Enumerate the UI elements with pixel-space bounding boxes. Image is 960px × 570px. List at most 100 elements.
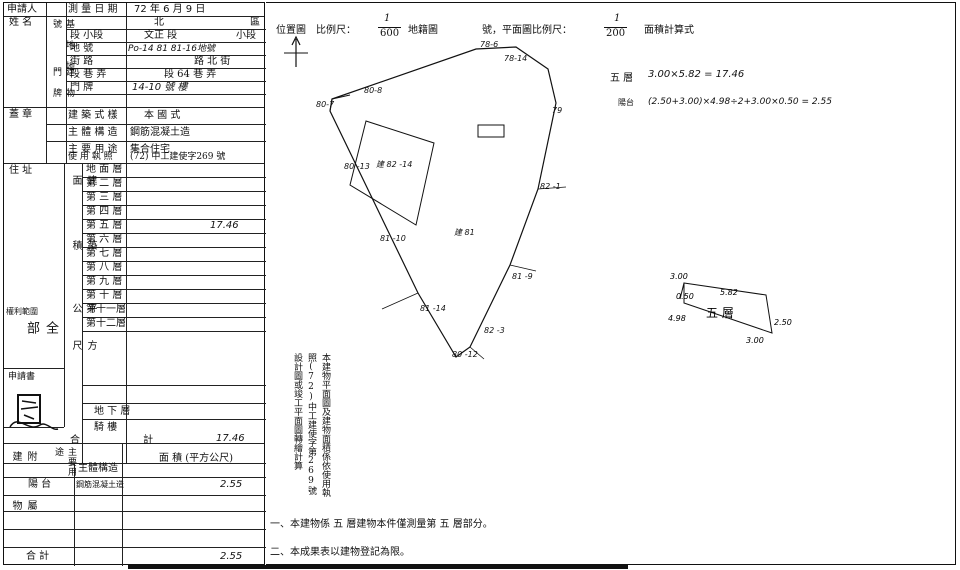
- parcel-label: 81 -10: [380, 234, 406, 243]
- north-arrow-icon: [284, 35, 308, 67]
- applicant-label: 申請人: [7, 4, 37, 15]
- style-value: 本 國 式: [144, 110, 181, 121]
- parcel-label: 81 -9: [512, 272, 533, 281]
- dim-label: 3.00: [670, 272, 688, 281]
- use-value: 集合住宅: [130, 144, 170, 155]
- scale-den-1: 600: [378, 27, 402, 39]
- sketch-area: 位置圖 比例尺： 1 600 地籍圖 號，平面圖比例尺： 1 200 面積計算式…: [266, 2, 956, 565]
- license-label: 使 用 執 照: [68, 152, 113, 162]
- door-label: 門 牌: [70, 82, 94, 93]
- vertical-note: 本建物平面圖及建物面積係依使用執照(72)中工建使字第269號設計圖或竣工平面圖…: [292, 353, 330, 497]
- calc-balcony-label: 陽台: [618, 98, 634, 107]
- floor-plan-label: 五 層: [706, 306, 734, 320]
- calc-floor-label: 五 層: [610, 73, 634, 84]
- floor-label: 第十二層: [86, 318, 126, 329]
- lot-value: Po-14 81 81-16地號: [128, 44, 215, 54]
- lane-label: 段 巷 弄: [70, 69, 107, 80]
- floor-label: 第 十 層: [86, 290, 123, 301]
- floor-label: 第 七 層: [86, 248, 123, 259]
- annex-area-label: 面 積 (平方公尺): [158, 453, 234, 464]
- dim-label: 4.98: [668, 314, 686, 323]
- unit-label: 平 方 公 尺: [70, 303, 96, 358]
- dim-label: 2.50: [774, 318, 792, 327]
- seal-stamp-icon: [9, 394, 59, 430]
- annex-use-value: 陽 台: [28, 479, 52, 490]
- floor-label: 第十一層: [86, 304, 126, 315]
- floor-label: 第 三 層: [86, 192, 123, 203]
- inner-building-outline: [349, 120, 435, 226]
- district-value: 北: [154, 17, 164, 28]
- building-label: 建 物 門 牌: [51, 67, 74, 98]
- floors-header: 建 築 面 積: [70, 175, 96, 272]
- license-value: (72) 中工建使字269 號: [130, 152, 226, 162]
- scale-label-1: 比例尺：: [316, 25, 356, 36]
- dim-label: 0.50: [676, 292, 694, 301]
- basement-label: 地 下 層: [94, 406, 131, 417]
- lane-value: 段 64 巷 弄: [164, 69, 217, 80]
- parcel-label: 82 -1: [540, 182, 561, 191]
- scale-num-2: 1: [614, 13, 621, 24]
- parcel-label: 78-6: [480, 40, 498, 49]
- floor-label: 地 面 層: [86, 164, 123, 175]
- annex-label: 附 屬 建 物: [10, 451, 36, 524]
- seal-label: 蓋 章: [9, 109, 33, 120]
- floor-label: 第 八 層: [86, 262, 123, 273]
- annex-use-label: 主要用途: [53, 447, 76, 477]
- floor-label: 第 五 層: [86, 220, 123, 231]
- parcel-label: 80 -13: [344, 162, 370, 171]
- address-label: 住 址: [9, 165, 33, 176]
- annex-total-label: 合 計: [26, 551, 50, 562]
- survey-date-value: 72 年 6 月 9 日: [134, 4, 206, 15]
- parcel-label: 建 81: [454, 228, 475, 237]
- plan-label: 號，平面圖比例尺：: [482, 25, 572, 36]
- annex-total-value: 2.55: [220, 551, 243, 562]
- section-label: 段 小段: [70, 30, 104, 41]
- annex-area-value: 2.55: [220, 479, 243, 490]
- structure-label: 主 體 構 造: [68, 127, 118, 138]
- map-label: 地籍圖: [408, 25, 438, 36]
- section-value: 文正 段: [144, 30, 178, 41]
- location-label: 基 地 地 號: [51, 19, 74, 71]
- dim-label: 5.82: [720, 288, 738, 297]
- scale-num-1: 1: [384, 13, 391, 24]
- floor-label: 第 二 層: [86, 178, 123, 189]
- style-label: 建 築 式 樣: [68, 110, 118, 121]
- note-1: 一、本建物係 五 層建物本件僅測量第 五 層部分。: [270, 519, 493, 530]
- floor-label: 第 四 層: [86, 206, 123, 217]
- building-marker: [477, 124, 505, 138]
- area-calc-label: 面積計算式: [644, 25, 694, 36]
- total-label: 合 計: [70, 435, 184, 446]
- calc-balcony-formula: (2.50+3.00)×4.98÷2+3.00×0.50 = 2.55: [648, 97, 832, 107]
- parcel-label: 80 -12: [452, 350, 478, 359]
- calc-floor-formula: 3.00×5.82 = 17.46: [648, 69, 745, 80]
- floor-plan-sketch: 五 層 5.82 3.00 0.50 4.98 2.50 3.00: [668, 272, 792, 345]
- lot-label: 地 號: [70, 43, 94, 54]
- parcel-boundary: [329, 46, 557, 358]
- name-label: 姓 名: [9, 17, 33, 28]
- annex-structure-label: 主體構造: [78, 463, 118, 474]
- parcel-label: 81 -14: [420, 304, 446, 313]
- floor-label: 第 九 層: [86, 276, 123, 287]
- parcel-sketch: 78-6 78-14 80-7 80-8 79 80 -13 建 82 -14 …: [284, 35, 792, 360]
- street-value: 路 北 街: [194, 56, 231, 67]
- owner-label: 權利範圍: [6, 307, 38, 316]
- location-map-label: 位置圖: [276, 25, 306, 36]
- parcel-label: 82 -3: [484, 326, 505, 335]
- street-label: 街 路: [70, 56, 94, 67]
- registration-form: 申請人 姓 名 測 量 日 期 72 年 6 月 9 日 基 地 地 號 北 區…: [3, 2, 266, 566]
- structure-value: 鋼筋混凝土造: [130, 127, 190, 138]
- use-label: 主 要 用 途: [68, 144, 118, 155]
- total-value: 17.46: [216, 433, 245, 444]
- owner-value: 全 部: [24, 321, 58, 344]
- district-label: 區: [250, 17, 260, 28]
- parcel-label: 79: [552, 106, 562, 115]
- scale-den-2: 200: [604, 27, 628, 39]
- parcel-label: 建 82 -14: [376, 160, 412, 169]
- door-value: 14-10 號 樓: [132, 82, 188, 93]
- bottom-scan-bar: [128, 565, 628, 569]
- parcel-label: 80-7: [316, 100, 335, 109]
- parcel-label: 80-8: [364, 86, 382, 95]
- floor-area-value: 17.46: [210, 220, 239, 231]
- annex-structure-value: 鋼筋混凝土造: [76, 480, 124, 489]
